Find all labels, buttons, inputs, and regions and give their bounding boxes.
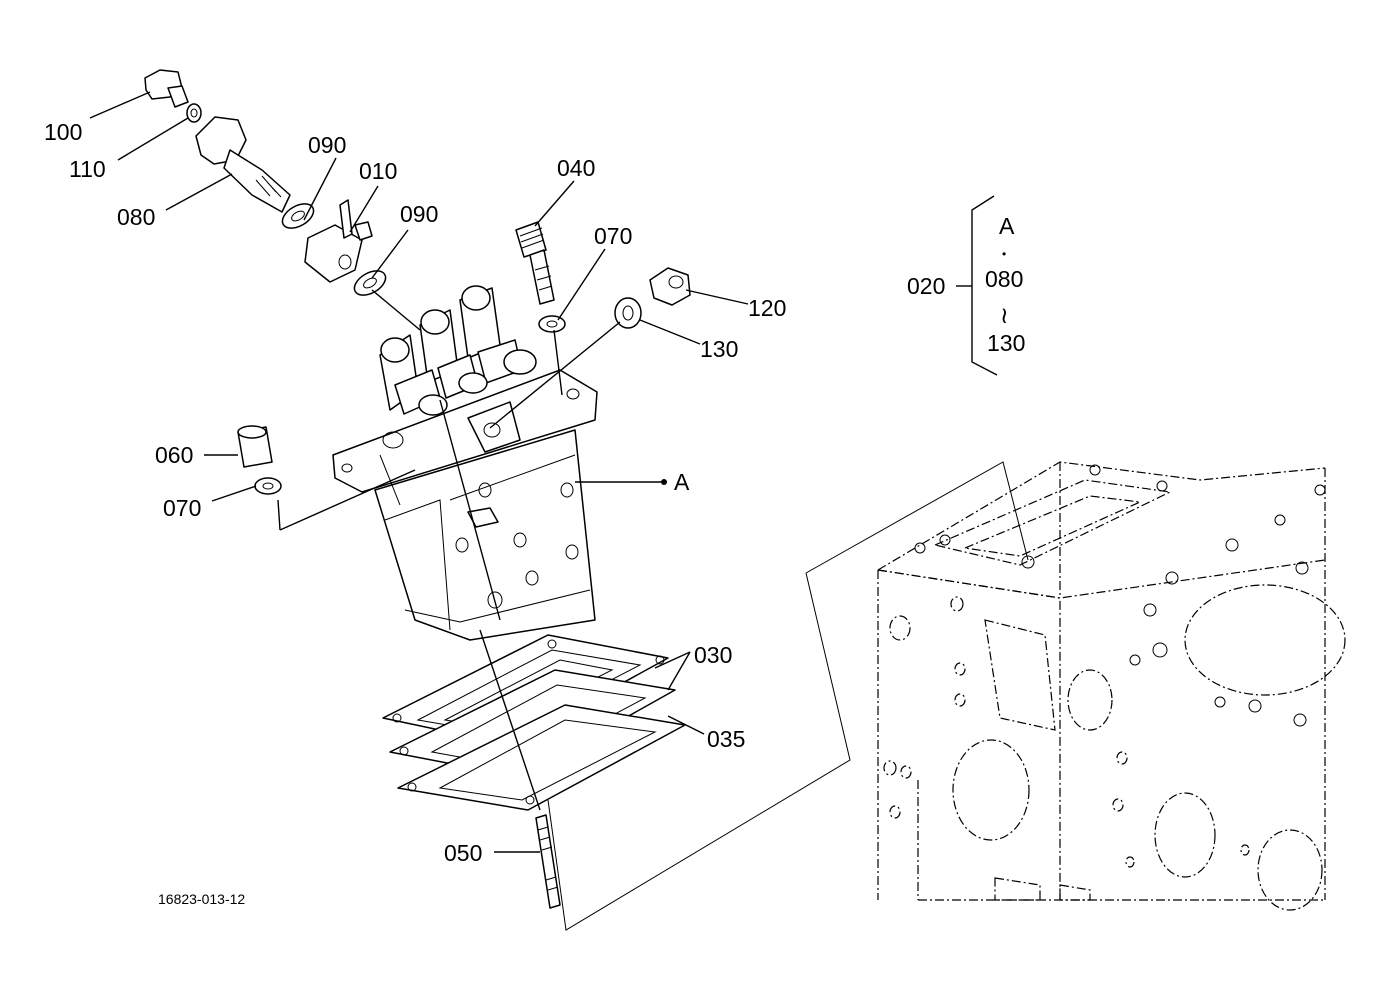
group-item-080: 080 bbox=[985, 266, 1023, 292]
callout-070-upper: 070 bbox=[594, 223, 632, 249]
callout-090-lower: 090 bbox=[400, 201, 438, 227]
drawing-code: 16823-013-12 bbox=[158, 891, 245, 907]
stud-040 bbox=[515, 221, 555, 305]
lock-washer-070-b bbox=[254, 477, 282, 495]
callout-080: 080 bbox=[117, 204, 155, 230]
banjo-bolt-100 bbox=[144, 69, 202, 123]
callout-A: A bbox=[674, 469, 690, 495]
stud-050 bbox=[535, 814, 561, 909]
fitting-010 bbox=[304, 199, 387, 296]
callout-110: 110 bbox=[69, 156, 106, 182]
plug-120 bbox=[649, 267, 691, 306]
callout-050: 050 bbox=[444, 840, 482, 866]
callout-010: 010 bbox=[359, 158, 397, 184]
engine-block bbox=[877, 461, 1346, 911]
overflow-bolt-080 bbox=[195, 116, 315, 229]
group-item-130: 130 bbox=[987, 330, 1025, 356]
washer-130 bbox=[614, 297, 642, 329]
lock-washer-070 bbox=[538, 315, 566, 333]
callout-090-top: 090 bbox=[308, 132, 346, 158]
group-item-A: A bbox=[999, 213, 1015, 239]
group-ref-020: 020 bbox=[907, 273, 945, 299]
callout-060: 060 bbox=[155, 442, 193, 468]
leader-lines bbox=[89, 91, 749, 853]
callout-030: 030 bbox=[694, 642, 732, 668]
group-separator-dot: • bbox=[1002, 247, 1006, 261]
callout-040: 040 bbox=[557, 155, 595, 181]
callout-070-lower: 070 bbox=[163, 495, 201, 521]
nut-060 bbox=[237, 425, 273, 468]
group-range-tilde: ≀ bbox=[1000, 302, 1009, 328]
assembly-group-note: 020 A • 080 ≀ 130 bbox=[907, 195, 1025, 376]
callout-labels: 100 110 080 090 010 090 040 070 120 130 … bbox=[44, 119, 786, 866]
callout-120: 120 bbox=[748, 295, 786, 321]
callout-100: 100 bbox=[44, 119, 82, 145]
callout-130: 130 bbox=[700, 336, 738, 362]
callout-035: 035 bbox=[707, 726, 745, 752]
injection-pump bbox=[332, 285, 598, 641]
